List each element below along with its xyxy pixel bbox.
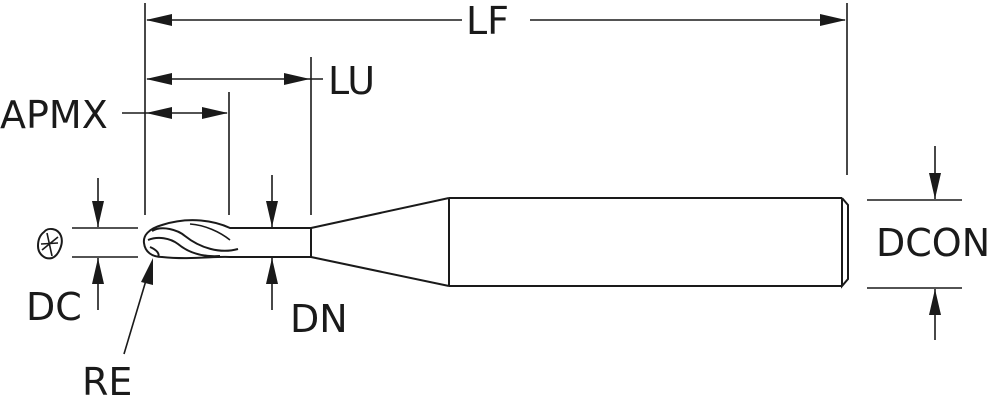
lf-dimension xyxy=(144,3,848,215)
dn-dimension xyxy=(266,175,278,310)
lf-label: LF xyxy=(466,0,509,43)
dc-label: DC xyxy=(26,285,82,329)
cutting-head xyxy=(142,219,312,260)
re-label: RE xyxy=(82,360,132,400)
dcon-label: DCON xyxy=(876,221,990,265)
re-leader xyxy=(123,258,153,355)
end-view-icon xyxy=(36,227,63,260)
shank-body xyxy=(310,197,849,289)
dn-label: DN xyxy=(290,297,348,341)
lu-dimension xyxy=(146,57,323,215)
apmx-dimension xyxy=(122,92,230,215)
lu-label: LU xyxy=(328,59,375,103)
apmx-label: APMX xyxy=(0,93,108,137)
dc-dimension xyxy=(72,178,138,310)
dcon-dimension xyxy=(867,146,962,340)
